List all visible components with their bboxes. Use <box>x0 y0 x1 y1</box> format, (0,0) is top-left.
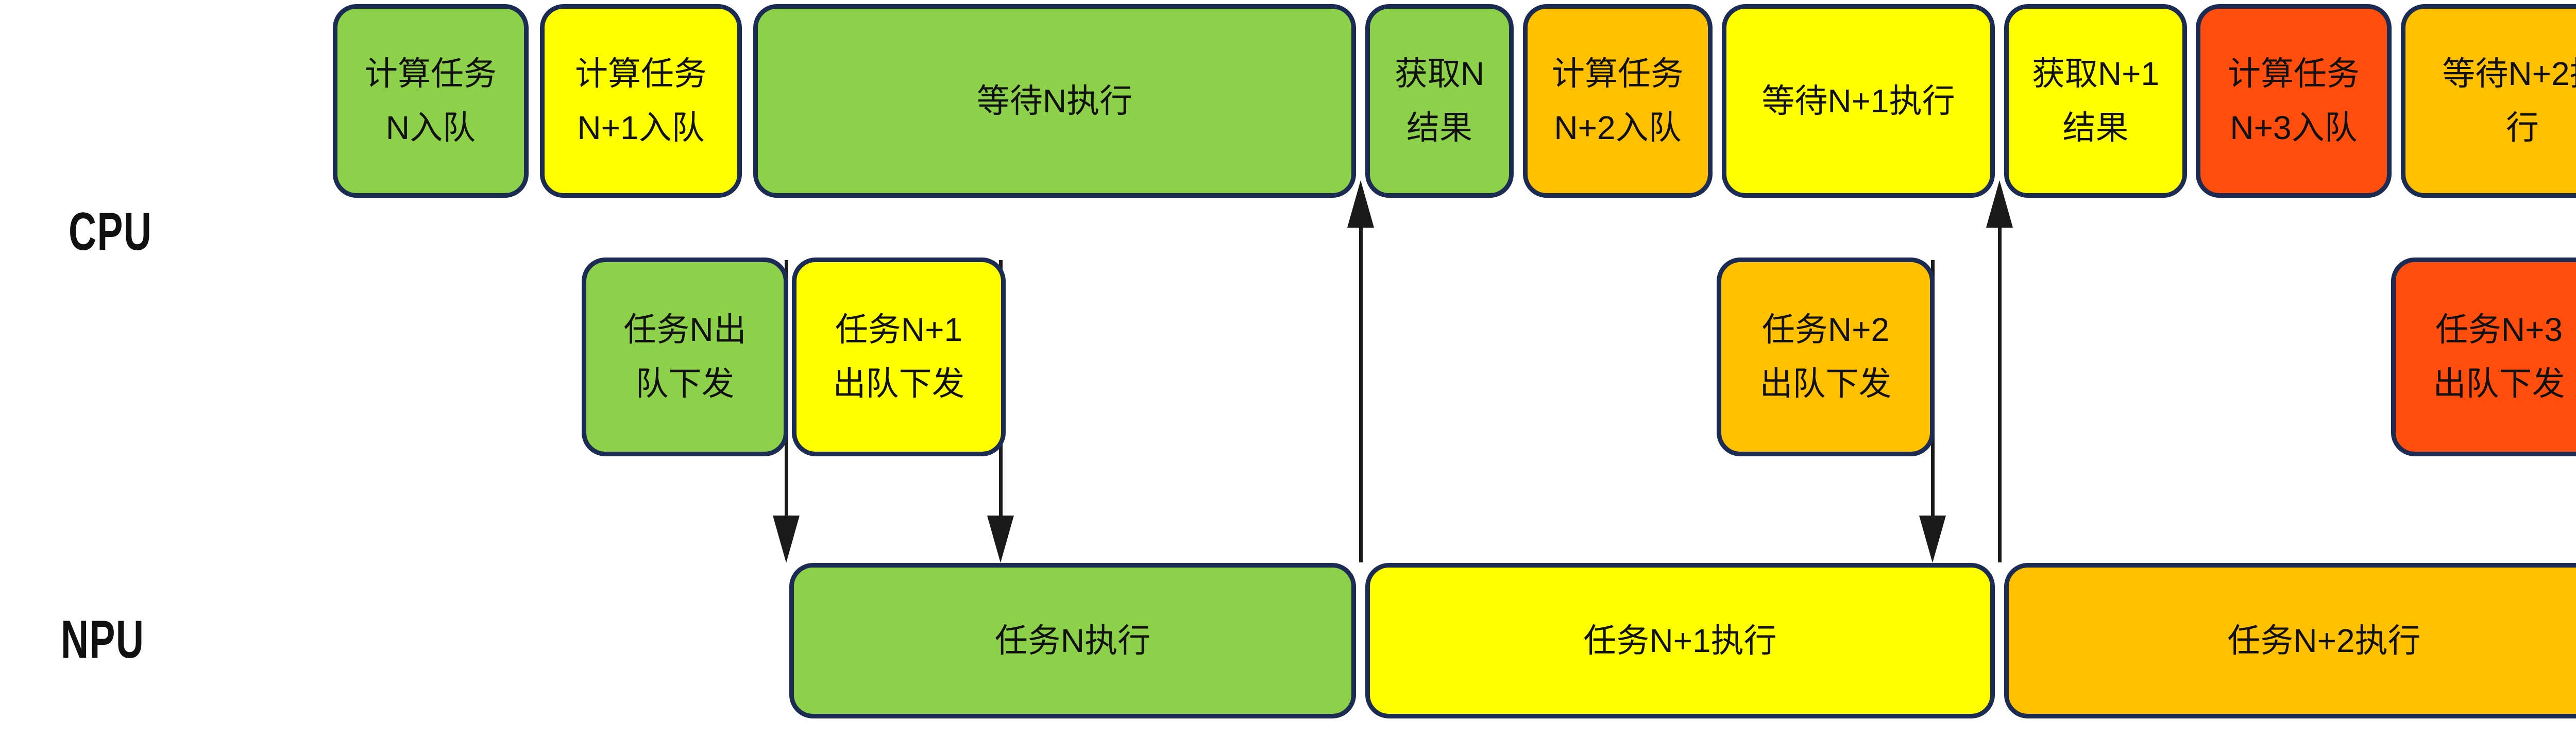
dispatch-task-box: 任务N+1 出队下发 <box>792 258 1006 456</box>
dispatch-task-n1-arrow-head <box>987 516 1014 563</box>
dispatch-task-box: 任务N+2 出队下发 <box>1717 258 1935 456</box>
cpu-task-box: 获取N+1 结果 <box>2004 4 2187 198</box>
cpu-task-box-label: 等待N执行 <box>976 82 1133 119</box>
cpu-task-box-label: 获取N 结果 <box>1394 55 1485 146</box>
cpu-task-box: 等待N+1执行 <box>1722 4 1995 198</box>
result-task-n-arrow-line <box>1359 211 1363 562</box>
dispatch-task-n2-arrow-head <box>1919 516 1946 563</box>
dispatch-task-n-arrow-head <box>773 516 800 563</box>
npu-task-box: 任务N+2执行 <box>2004 563 2576 718</box>
cpu-task-box: 获取N 结果 <box>1365 4 1514 198</box>
cpu-task-box: 计算任务 N入队 <box>333 4 529 198</box>
cpu-task-box-label: 等待N+1执行 <box>1761 82 1955 119</box>
cpu-row-label: CPU <box>69 205 185 259</box>
npu-row-label: NPU <box>61 613 177 666</box>
cpu-task-box: 等待N执行 <box>753 4 1356 198</box>
cpu-task-box-label: 获取N+1 结果 <box>2031 55 2160 146</box>
npu-task-box-label: 任务N+1执行 <box>1583 622 1777 659</box>
result-task-n1-arrow-line <box>1998 211 2002 562</box>
cpu-task-box: 计算任务 N+3入队 <box>2196 4 2392 198</box>
npu-row-label-text: NPU <box>61 610 145 670</box>
dispatch-task-box-label: 任务N+2 出队下发 <box>1759 311 1892 402</box>
cpu-task-box-label: 计算任务 N+3入队 <box>2228 55 2360 146</box>
cpu-row-label-text: CPU <box>69 202 152 262</box>
cpu-task-box-label: 计算任务 N+1入队 <box>575 55 707 146</box>
dispatch-task-box: 任务N+3 出队下发 <box>2391 258 2576 456</box>
cpu-task-box-label: 计算任务 N+2入队 <box>1552 55 1684 146</box>
cpu-task-box: 等待N+2执 行 <box>2401 4 2576 198</box>
dispatch-task-box-label: 任务N出 队下发 <box>623 311 747 402</box>
npu-task-box: 任务N+1执行 <box>1365 563 1995 718</box>
dispatch-task-box-label: 任务N+1 出队下发 <box>833 311 965 402</box>
cpu-task-box-label: 等待N+2执 行 <box>2442 55 2576 146</box>
npu-task-box-label: 任务N+2执行 <box>2227 622 2421 659</box>
cpu-task-box: 计算任务 N+1入队 <box>540 4 742 198</box>
npu-task-box-label: 任务N执行 <box>994 622 1151 659</box>
cpu-task-box: 计算任务 N+2入队 <box>1523 4 1713 198</box>
dispatch-task-box-label: 任务N+3 出队下发 <box>2433 311 2565 402</box>
npu-task-box: 任务N执行 <box>789 563 1356 718</box>
cpu-task-box-label: 计算任务 N入队 <box>365 55 497 146</box>
dispatch-task-box: 任务N出 队下发 <box>582 258 788 456</box>
